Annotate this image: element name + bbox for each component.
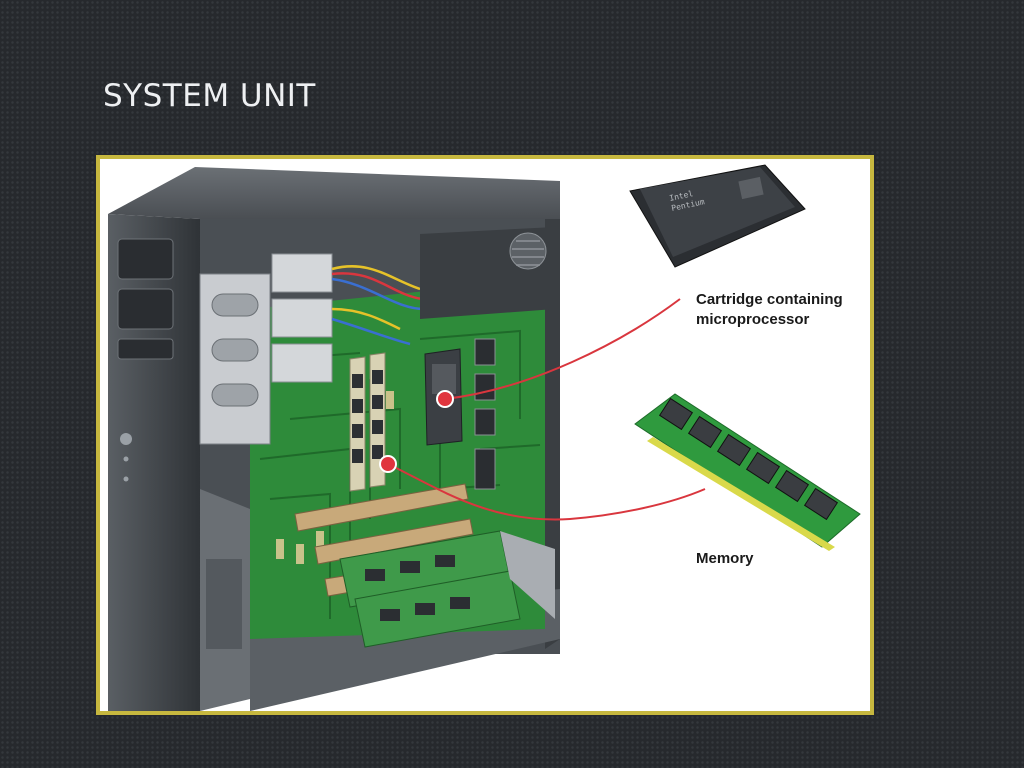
- case-side-edge: [545, 219, 560, 649]
- rear-ports: [474, 338, 496, 490]
- cpu-callout-label-line1: Cartridge containing: [696, 291, 843, 308]
- port-2: [474, 373, 496, 401]
- drive-slot-3: [211, 383, 259, 407]
- cpu-callout-line: [444, 298, 681, 400]
- ram-chips: [352, 370, 383, 463]
- expansion-card-chips: [365, 555, 470, 621]
- card-bracket-1: [500, 531, 555, 619]
- port-4: [474, 448, 496, 490]
- system-unit-figure: Intel Pentium Cartridge containing micro…: [96, 155, 874, 715]
- disk-led-icon: [123, 476, 129, 482]
- power-led-icon: [123, 456, 129, 462]
- system-unit-illustration: Intel Pentium Cartridge containing micro…: [108, 164, 861, 711]
- memory-callout-line: [387, 463, 706, 521]
- fan-icon: [509, 232, 547, 270]
- callouts: [379, 298, 706, 521]
- drive-slot-2: [211, 338, 259, 362]
- front-drive-bay-1: [117, 238, 174, 280]
- cpu-callout-label-line2: microprocessor: [696, 311, 810, 328]
- memory-detail-contacts: [647, 437, 835, 551]
- cpu-cartridge-detail: Intel Pentium: [629, 164, 806, 268]
- power-button-icon: [120, 433, 132, 445]
- door-latch-plate: [206, 559, 242, 649]
- cpu-detail-chip: [738, 176, 764, 200]
- power-supply: [420, 227, 555, 319]
- cpu-callout-dot: [436, 390, 454, 408]
- memory-module-detail: [634, 393, 861, 551]
- memory-detail-chips: [658, 397, 839, 521]
- installed-memory-modules: [349, 352, 386, 492]
- port-3: [474, 408, 496, 436]
- case-top-panel: [108, 167, 560, 219]
- expansion-card-2: [354, 570, 521, 648]
- drive-unit-2: [271, 298, 333, 338]
- expansion-slot-1: [294, 483, 469, 532]
- internal-drive-bays: [199, 253, 333, 445]
- memory-callout-dot: [379, 455, 397, 473]
- ribbon-cables: [331, 265, 425, 346]
- cpu-cartridge-label: [432, 364, 456, 394]
- motherboard-capacitors: [276, 391, 394, 564]
- port-1: [474, 338, 496, 366]
- fan-grille-icon: [512, 240, 544, 266]
- drive-slot-1: [211, 293, 259, 317]
- front-drive-bay-2: [117, 288, 174, 330]
- drive-unit-3: [271, 343, 333, 383]
- front-drive-bay-3: [117, 338, 174, 360]
- drive-unit-1: [271, 253, 333, 293]
- expansion-slot-2: [314, 518, 474, 565]
- slide-title: SYSTEM UNIT: [103, 78, 316, 114]
- expansion-cards: [339, 530, 555, 648]
- case-front-bezel: [108, 214, 200, 711]
- memory-callout-label: Memory: [696, 550, 754, 567]
